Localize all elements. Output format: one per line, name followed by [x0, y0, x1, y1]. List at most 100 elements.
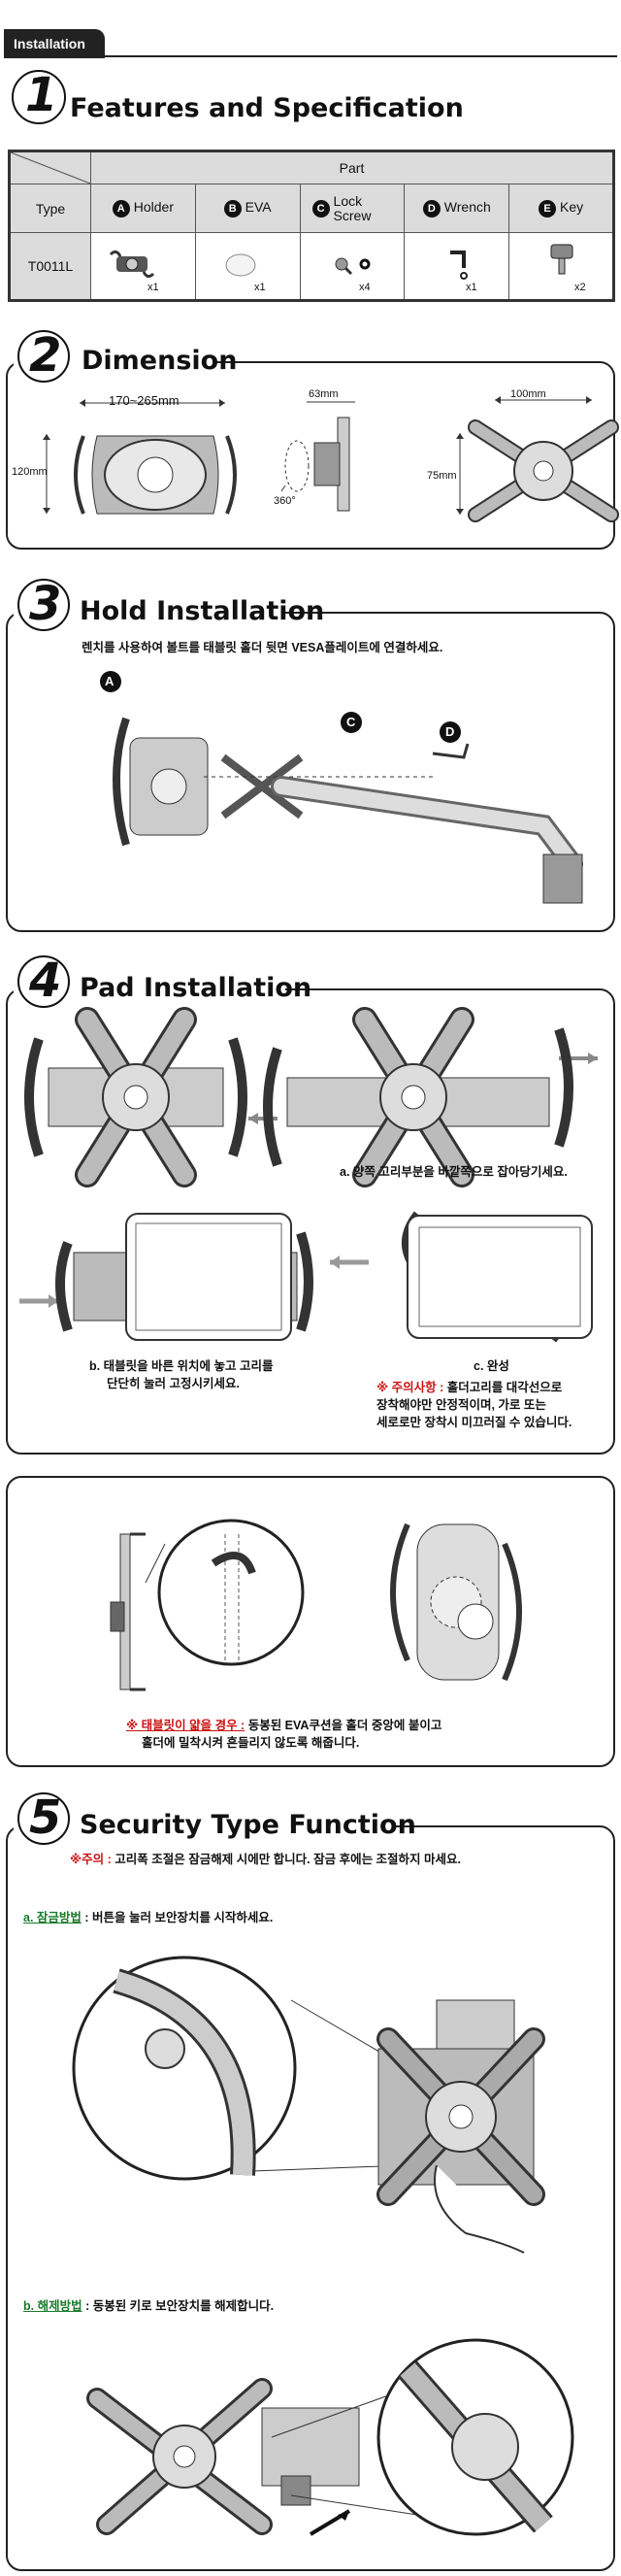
- security-notice-text: 고리폭 조절은 잠금해제 시에만 합니다. 잠금 후에는 조절하지 마세요.: [111, 1853, 462, 1866]
- dimension-front-diagram: [43, 399, 237, 515]
- part-c-qty: x4: [359, 282, 371, 293]
- dim-width-range: 170~265mm: [109, 393, 180, 408]
- pad-caution-line3: 세로로만 장착시 미끄러질 수 있습니다.: [376, 1416, 572, 1429]
- pad-caution-label: ※ 주의사항 :: [376, 1381, 444, 1394]
- letter-d-icon: D: [422, 199, 441, 217]
- unlock-method-text: : 동봉된 키로 보안장치를 해제합니다.: [82, 2299, 275, 2313]
- part-c-name: Lock Screw: [333, 192, 372, 223]
- part-header: Part: [90, 151, 614, 184]
- thin-tablet-line1: ※ 태블릿이 얇을 경우 : 동봉된 EVA쿠션을 홀더 중앙에 붙이고: [126, 1715, 441, 1733]
- corner-diagonal: [10, 151, 91, 184]
- part-a-cell: [90, 232, 196, 301]
- security-lock-diagram: [72, 1956, 545, 2254]
- section-5-badge: [17, 1792, 70, 1845]
- label-a: A: [105, 674, 114, 688]
- pad-step-c: c. 완성: [474, 1359, 509, 1373]
- header-rule: [4, 55, 617, 57]
- section-2-number: 2: [29, 328, 62, 383]
- pad-holder-closed-diagram: [24, 1007, 247, 1188]
- hold-install-instruction: 렌치를 사용하여 볼트를 태블릿 홀더 뒷면 VESA플레이트에 연결하세요.: [82, 641, 443, 654]
- lock-screw-part-image: [335, 257, 371, 276]
- part-c-cell: [299, 232, 406, 301]
- key-part-image: [550, 244, 573, 275]
- section-4-badge: [17, 955, 70, 1008]
- security-notice-label: ※주의 :: [70, 1853, 112, 1866]
- holder-part-image: [109, 250, 155, 279]
- thin-tablet-label: ※ 태블릿이 얇을 경우 :: [126, 1719, 245, 1732]
- table-corner: [9, 151, 91, 184]
- wrench-part-image: [450, 251, 468, 280]
- section-4-number: 4: [29, 953, 62, 1008]
- thin-tablet-text1: 동봉된 EVA쿠션을 홀더 중앙에 붙이고: [245, 1719, 442, 1732]
- part-d-qty: x1: [466, 282, 477, 293]
- pad-insert-tablet-diagram: [19, 1213, 313, 1341]
- eva-part-image: [225, 253, 256, 277]
- section-1-title: Features and Specification: [70, 93, 464, 123]
- thin-tablet-line2: 홀더에 밀착시켜 흔들리지 않도록 해줍니다.: [142, 1736, 360, 1750]
- part-e-name: Key: [560, 199, 584, 216]
- label-d: D: [445, 724, 455, 739]
- dim-vesa-height: 75mm: [427, 470, 457, 482]
- letter-b-icon: B: [223, 199, 242, 217]
- part-b-qty: x1: [254, 282, 266, 293]
- section-2-badge: [17, 330, 70, 383]
- dimension-side-diagram: [280, 401, 355, 512]
- dimension-vesa-diagram: [456, 396, 619, 522]
- pad-complete-diagram: [330, 1211, 593, 1343]
- eva-front-diagram: [390, 1522, 522, 1682]
- eva-side-diagram: [110, 1519, 305, 1691]
- badge-bg-5: [14, 1789, 392, 1845]
- part-b-name: EVA: [245, 199, 272, 216]
- pad-caution-line2: 장착해야만 안정적이며, 가로 또는: [376, 1398, 546, 1412]
- part-d-cell: [404, 232, 510, 301]
- section-5-number: 5: [29, 1790, 62, 1845]
- pad-step-a: a. 양쪽 고리부분을 바깥쪽으로 잡아당기세요.: [340, 1165, 568, 1179]
- lock-method-label: a. 잠금방법: [23, 1911, 82, 1924]
- hold-install-box: [6, 612, 615, 932]
- label-c: C: [346, 715, 356, 729]
- eva-box: [6, 1476, 615, 1767]
- dim-vesa-width: 100mm: [510, 388, 546, 400]
- dim-depth: 63mm: [309, 388, 339, 400]
- lock-method-text: : 버튼을 눌러 보안장치를 시작하세요.: [81, 1911, 274, 1924]
- security-lock-instruction: a. 잠금방법 : 버튼을 눌러 보안장치를 시작하세요.: [23, 1907, 273, 1925]
- part-e-qty: x2: [574, 282, 586, 293]
- installation-tab: Installation: [4, 29, 105, 58]
- section-1-number: 1: [25, 68, 58, 122]
- security-unlock-instruction: b. 해제방법 : 동봉된 키로 보안장치를 해제합니다.: [23, 2295, 274, 2314]
- dimension-box: [6, 361, 615, 550]
- pad-step-b-line1: b. 태블릿을 바른 위치에 놓고 고리를: [89, 1359, 274, 1373]
- security-unlock-diagram: [86, 2338, 574, 2536]
- section-1-badge: [12, 70, 66, 124]
- unlock-method-label: b. 해제방법: [23, 2299, 82, 2313]
- type-header: Type: [9, 184, 91, 233]
- pad-install-box: [6, 988, 615, 1455]
- section-5-title: Security Type Function: [80, 1810, 416, 1840]
- part-d-name: Wrench: [443, 199, 491, 216]
- letter-c-icon: C: [311, 199, 330, 217]
- pad-caution-text1: 홀더고리를 대각선으로: [443, 1381, 563, 1394]
- pad-step-b-line2: 단단히 눌러 고정시키세요.: [107, 1377, 240, 1390]
- pad-holder-open-diagram: [248, 1007, 598, 1188]
- part-a-qty: x1: [147, 282, 159, 293]
- dim-height: 120mm: [12, 466, 48, 478]
- section-3-badge: [17, 579, 70, 631]
- section-2-title: Dimension: [82, 346, 238, 376]
- pad-caution-line1: ※ 주의사항 : 홀더고리를 대각선으로: [376, 1377, 562, 1395]
- section-4-title: Pad Installation: [80, 973, 312, 1003]
- letter-a-icon: A: [112, 199, 130, 217]
- section-3-number: 3: [29, 577, 62, 631]
- hold-install-diagram: [100, 671, 583, 904]
- security-notice: ※주의 : 고리폭 조절은 잠금해제 시에만 합니다. 잠금 후에는 조절하지 …: [70, 1849, 461, 1867]
- dim-rotation: 360°: [274, 495, 296, 507]
- type-value: T0011L: [9, 232, 91, 301]
- section-3-title: Hold Installation: [80, 596, 325, 626]
- letter-e-icon: E: [539, 199, 557, 217]
- part-a-name: Holder: [133, 199, 175, 216]
